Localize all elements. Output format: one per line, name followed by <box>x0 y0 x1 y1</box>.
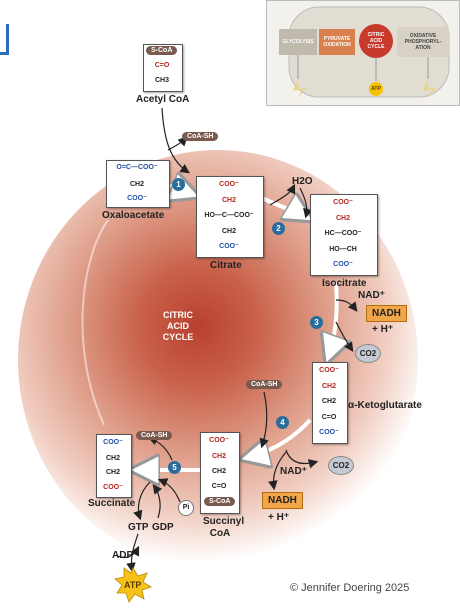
adp-label: ADP <box>112 550 134 561</box>
acetyl-coa-label: Acetyl CoA <box>136 94 190 105</box>
oxaloacetate-line-2: CH2 <box>129 181 144 188</box>
ketoglutarate-box <box>312 362 348 444</box>
coash-pill-2: CoA-SH <box>246 380 283 389</box>
succinyl-coa-line-3: CH2 <box>211 468 226 475</box>
inset-oxidative-phosphorylation: OXIDATIVE PHOSPHORYL- ATION <box>404 33 442 51</box>
gdp-label: GDP <box>152 522 174 533</box>
ketoglutarate-label: α-Ketoglutarate <box>348 400 422 411</box>
oxaloacetate-label: Oxaloacetate <box>102 210 165 221</box>
acetyl-coa-methyl: CH3 <box>154 77 169 84</box>
succinyl-coa-scoa: S-CoA <box>204 497 236 506</box>
succinate-label: Succinate <box>88 498 136 509</box>
copyright-notice: © Jennifer Doering 2025 <box>290 582 410 594</box>
succinyl-coa-line-1: COO⁻ <box>209 437 229 444</box>
inset-pyruvate-oxidation: PYRUVATE OXIDATION <box>323 36 351 48</box>
oxaloacetate-line-1: O=C—COO⁻ <box>116 164 158 171</box>
succinyl-coa-label: Succinyl CoA <box>203 516 245 539</box>
step-marker-2: 2 <box>272 222 285 235</box>
isocitrate-box <box>310 194 378 276</box>
citrate-line-1: COO⁻ <box>219 181 239 188</box>
citrate-line-5: COO⁻ <box>219 243 239 250</box>
water-label: H2O <box>292 176 313 187</box>
ketoglutarate-line-5: COO⁻ <box>319 429 339 436</box>
ketoglutarate-line-4: C=O <box>321 414 337 421</box>
step-marker-1: 1 <box>172 178 185 191</box>
ketoglutarate-line-1: COO⁻ <box>319 367 339 374</box>
succinate-line-1: COO⁻ <box>103 439 123 446</box>
succinate-line-3: CH2 <box>105 469 120 476</box>
citrate-line-3: HO—C—COO⁻ <box>204 212 254 219</box>
nadh-box-1: NADH <box>366 305 407 322</box>
corner-mark <box>0 24 9 55</box>
coash-pill-1: CoA-SH <box>182 132 219 141</box>
inset-glycolysis: GLYCOLYSIS <box>282 39 314 45</box>
isocitrate-line-3: HC—COO⁻ <box>324 230 362 237</box>
acetyl-coa-scoa: S-CoA <box>146 46 178 55</box>
citrate-box <box>196 176 264 258</box>
isocitrate-label: Isocitrate <box>322 278 367 289</box>
citrate-label: Citrate <box>210 260 242 271</box>
citrate-line-2: CH2 <box>221 197 236 204</box>
inset-citric-acid-cycle: CITRIC ACID CYCLE <box>367 32 385 50</box>
co2-bubble-2: CO2 <box>328 456 354 475</box>
nadh-box-2: NADH <box>262 492 303 509</box>
co2-bubble-1: CO2 <box>355 344 381 363</box>
coash-pill-3: CoA-SH <box>136 431 173 440</box>
oxaloacetate-box <box>106 160 170 208</box>
inset-atp: ATP <box>371 86 381 92</box>
oxaloacetate-line-3: COO⁻ <box>127 195 147 202</box>
acetyl-coa-carbonyl: C=O <box>154 62 170 69</box>
nad-label-2: NAD⁺ <box>280 466 307 477</box>
nad-label-1: NAD⁺ <box>358 290 385 301</box>
succinyl-coa-line-4: C=O <box>211 483 227 490</box>
succinate-box <box>96 434 132 498</box>
gtp-label: GTP <box>128 522 149 533</box>
hplus-label-2: + H⁺ <box>268 512 290 523</box>
isocitrate-line-1: COO⁻ <box>333 199 353 206</box>
step-marker-4: 4 <box>276 416 289 429</box>
phosphate-label: Pi <box>178 500 194 516</box>
succinate-line-2: CH2 <box>105 455 120 462</box>
isocitrate-line-5: COO⁻ <box>333 261 353 268</box>
isocitrate-line-2: CH2 <box>335 215 350 222</box>
succinyl-coa-line-2: CH2 <box>211 453 226 460</box>
hplus-label-1: + H⁺ <box>372 324 394 335</box>
atp-label: ATP <box>124 580 142 590</box>
ketoglutarate-line-3: CH2 <box>321 398 336 405</box>
step-marker-3: 3 <box>310 316 323 329</box>
respiration-overview-inset: GLYCOLYSIS PYRUVATE OXIDATION CITRIC ACI… <box>266 0 460 106</box>
succinate-line-4: COO⁻ <box>103 484 123 491</box>
ketoglutarate-line-2: CH2 <box>321 383 336 390</box>
isocitrate-line-4: HO—CH <box>329 246 357 253</box>
cycle-center-label: CITRIC ACID CYCLE <box>162 310 194 342</box>
step-marker-5: 5 <box>168 461 181 474</box>
citrate-line-4: CH2 <box>221 228 236 235</box>
inset-paths <box>279 6 450 99</box>
